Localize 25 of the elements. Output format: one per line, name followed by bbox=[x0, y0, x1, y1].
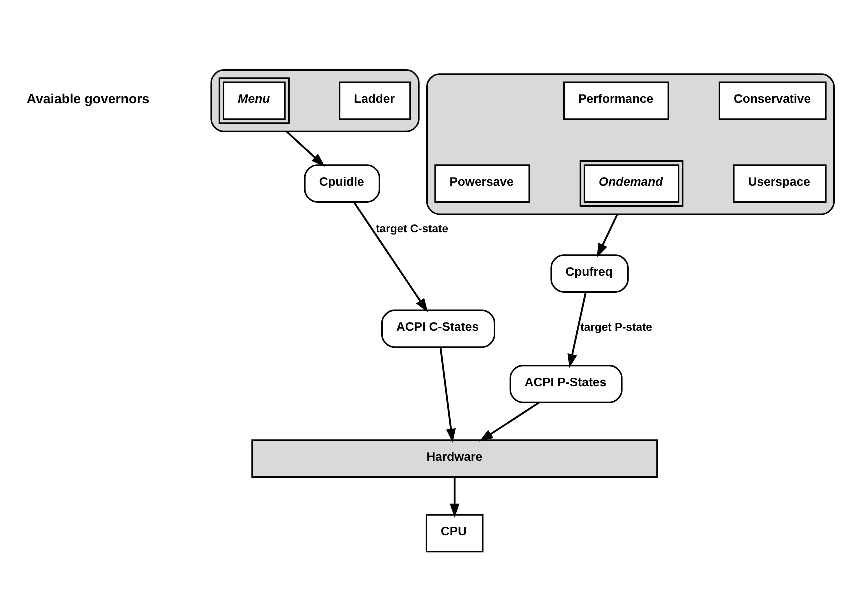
node-box: Cpuidle bbox=[304, 164, 380, 203]
node-box: Cpufreq bbox=[550, 254, 629, 293]
arrow bbox=[568, 292, 587, 368]
node-box: ACPI P-States bbox=[510, 365, 623, 404]
node-box: Performance bbox=[564, 82, 670, 120]
node-box: Ondemand bbox=[580, 160, 684, 208]
arrow bbox=[440, 347, 456, 443]
node-box: CPU bbox=[426, 514, 484, 553]
edge-label: target C-state bbox=[376, 224, 449, 236]
label: Avaiable governors bbox=[26, 91, 150, 106]
arrow bbox=[286, 130, 326, 168]
node-box: Hardware bbox=[252, 440, 658, 478]
node-box: Menu bbox=[218, 78, 290, 124]
cluster bbox=[210, 70, 420, 132]
arrow bbox=[353, 202, 428, 313]
node-box: Powersave bbox=[434, 164, 530, 203]
node-box: Userspace bbox=[733, 164, 827, 203]
node-box: Conservative bbox=[718, 82, 827, 120]
arrow bbox=[597, 214, 618, 258]
node-box: ACPI C-States bbox=[381, 310, 496, 348]
arrow bbox=[479, 402, 540, 442]
arrow bbox=[450, 477, 460, 518]
edge-label: target P-state bbox=[580, 322, 652, 334]
node-box: Ladder bbox=[339, 82, 412, 120]
cluster bbox=[426, 74, 835, 216]
